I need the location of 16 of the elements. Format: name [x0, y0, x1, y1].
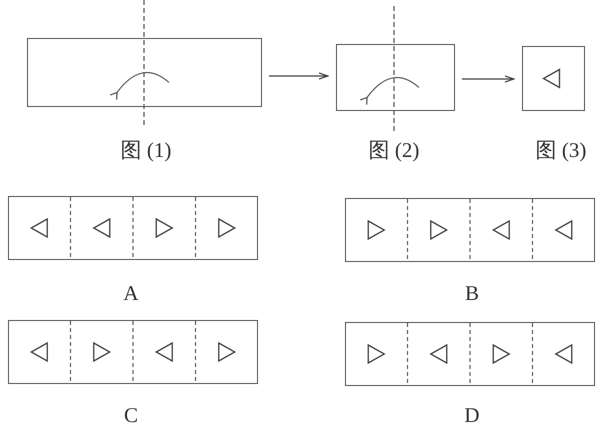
paper-strip — [345, 198, 595, 262]
figure-caption: C — [124, 403, 138, 427]
paper-strip — [336, 44, 455, 111]
figure-caption: B — [465, 281, 479, 305]
paper-strip — [522, 46, 585, 111]
figure-caption: 图 (2) — [368, 138, 420, 162]
paper-strip — [27, 38, 262, 107]
figure-caption: D — [464, 403, 480, 427]
figure-caption: 图 (1) — [120, 138, 172, 162]
paper-strip — [8, 196, 258, 260]
paper-strip — [345, 322, 595, 386]
figure-caption: 图 (3) — [536, 138, 586, 162]
arrow — [269, 72, 329, 80]
paper-strip — [8, 320, 258, 384]
figure-caption: A — [123, 281, 139, 305]
arrow — [462, 75, 515, 83]
